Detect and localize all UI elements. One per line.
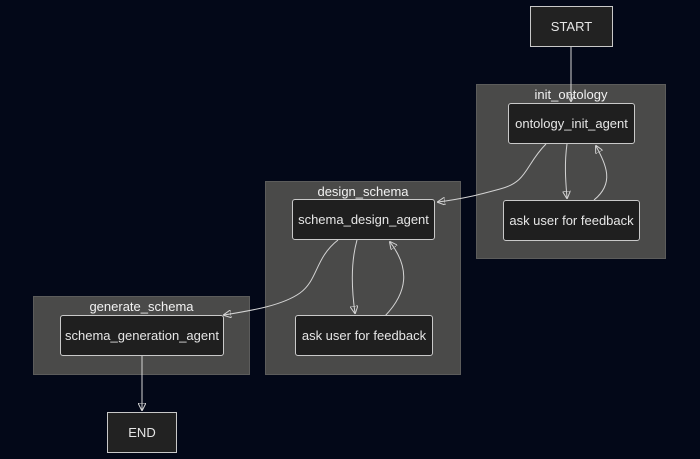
- ontology-init-agent-node[interactable]: ontology_init_agent: [508, 103, 635, 144]
- schema-design-agent-node[interactable]: schema_design_agent: [292, 199, 435, 240]
- ontology-feedback-node[interactable]: ask user for feedback: [503, 200, 640, 241]
- end-node[interactable]: END: [107, 412, 177, 453]
- start-node[interactable]: START: [530, 6, 613, 47]
- design-feedback-node[interactable]: ask user for feedback: [295, 315, 433, 356]
- cluster-label-init-ontology: init_ontology: [534, 87, 608, 102]
- cluster-label-generate-schema: generate_schema: [89, 299, 194, 314]
- schema-generation-agent-node[interactable]: schema_generation_agent: [60, 315, 224, 356]
- cluster-label-design-schema: design_schema: [317, 184, 409, 199]
